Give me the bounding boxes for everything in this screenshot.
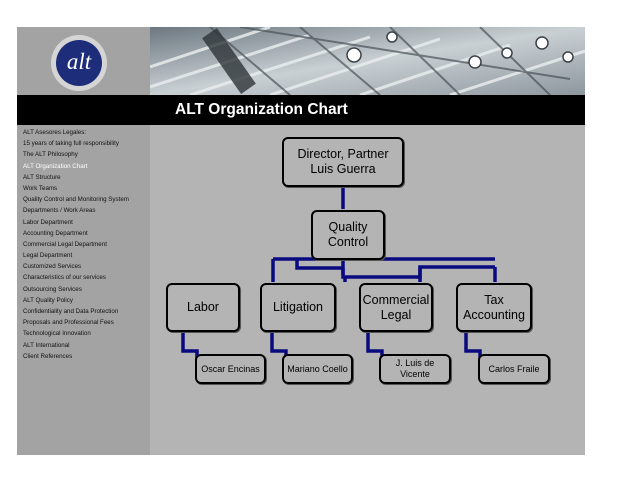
quality-control-line2: Control [327, 235, 369, 249]
quality-control-box[interactable]: Quality Control [311, 210, 385, 260]
sidebar-item-customized-services[interactable]: Customized Services [23, 263, 82, 271]
sidebar-item-proposals[interactable]: Proposals and Professional Fees [23, 319, 114, 327]
department-label: Labor [187, 300, 219, 314]
staff-box-litigation[interactable]: Mariano Coello [282, 354, 353, 384]
director-name: Luis Guerra [310, 162, 376, 176]
staff-name: J. Luis de Vicente [395, 358, 435, 379]
title-bar: ALT Organization Chart [17, 95, 585, 125]
sidebar-item-commercial-legal[interactable]: Commercial Legal Department [23, 240, 107, 248]
department-label: Tax [484, 292, 504, 307]
sidebar-item-organization-chart[interactable]: ALT Organization Chart [23, 162, 88, 170]
department-label-line2: Accounting [463, 307, 525, 322]
sidebar-item-client-references[interactable]: Client References [23, 352, 73, 360]
sidebar-item-15-years[interactable]: 15 years of taking full responsibility [23, 140, 119, 148]
sidebar-item-innovation[interactable]: Technological Innovation [23, 330, 91, 338]
alt-logo[interactable]: alt [51, 35, 107, 91]
staff-box-tax-accounting[interactable]: Carlos Fraile [478, 354, 550, 384]
department-box-tax-accounting[interactable]: Tax Accounting [456, 283, 532, 332]
sidebar-item-outsourcing[interactable]: Outsourcing Services [23, 285, 82, 293]
department-label-line2: Legal [380, 307, 412, 322]
department-box-commercial-legal[interactable]: Commercial Legal [359, 283, 433, 332]
sidebar-nav: ALT Asesores Legales: 15 years of taking… [17, 127, 150, 362]
sidebar-item-philosophy[interactable]: The ALT Philosophy [23, 151, 78, 159]
sidebar-item-quality-control[interactable]: Quality Control and Monitoring System [23, 196, 129, 204]
sidebar-item-labor[interactable]: Labor Department [23, 218, 73, 226]
alt-logo-text: alt [56, 40, 102, 86]
quality-control-line1: Quality [328, 220, 368, 234]
sidebar-item-accounting[interactable]: Accounting Department [23, 229, 88, 237]
sidebar-item-international[interactable]: ALT International [23, 341, 70, 349]
staff-box-labor[interactable]: Oscar Encinas [195, 354, 266, 384]
sidebar-item-quality-policy[interactable]: ALT Quality Policy [23, 296, 73, 304]
department-label: Litigation [272, 300, 324, 314]
sidebar-item-work-teams[interactable]: Work Teams [23, 184, 58, 192]
page-title: ALT Organization Chart [175, 101, 348, 118]
director-box[interactable]: Director, Partner Luis Guerra [282, 137, 404, 187]
department-label: Commercial [362, 292, 430, 307]
staff-box-commercial-legal[interactable]: J. Luis de Vicente [379, 354, 451, 384]
sidebar-item-legal[interactable]: Legal Department [23, 252, 73, 260]
sidebar-item-characteristics[interactable]: Characteristics of our services [23, 274, 106, 282]
sidebar-item-departments[interactable]: Departments / Work Areas [23, 207, 96, 215]
header-photo [150, 27, 585, 95]
sidebar-item-confidentiality[interactable]: Confidentiality and Data Protection [23, 308, 119, 315]
department-box-labor[interactable]: Labor [166, 283, 240, 332]
org-chart: Director, Partner Luis Guerra Quality Co… [150, 125, 585, 455]
sidebar: alt ALT Asesores Legales: 15 years of ta… [17, 27, 150, 455]
staff-name: Carlos Fraile [488, 363, 540, 374]
staff-name: Mariano Coello [287, 363, 348, 374]
director-title: Director, Partner [297, 147, 389, 161]
department-box-litigation[interactable]: Litigation [260, 283, 336, 332]
sidebar-item-structure[interactable]: ALT Structure [23, 173, 61, 181]
sidebar-item-asesores[interactable]: ALT Asesores Legales: [23, 129, 87, 136]
staff-name: Oscar Encinas [201, 363, 260, 374]
